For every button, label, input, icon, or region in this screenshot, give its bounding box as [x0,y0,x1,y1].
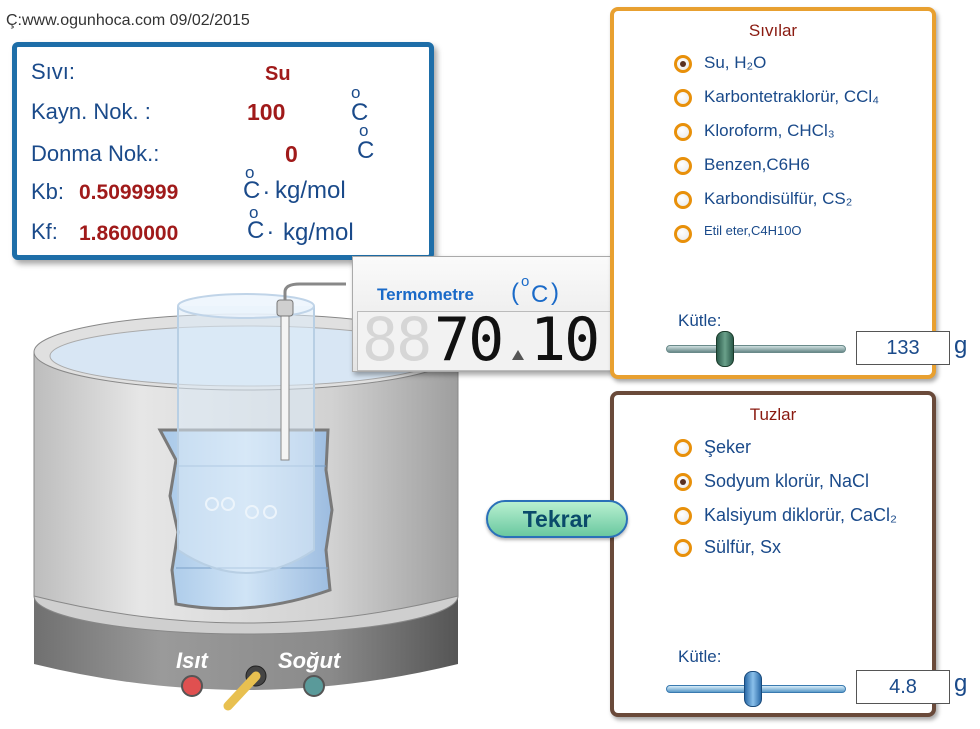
celsius-unit: C [351,99,369,126]
radio-option-label: Kloroform, CHCl₃ [704,121,835,140]
radio-option-label: Benzen,C6H6 [704,155,810,174]
liquid-mass-slider-handle[interactable] [715,331,734,367]
radio-unselected-icon[interactable] [674,507,692,525]
thermometer-unit-c: C [531,281,549,308]
freezing-point-value: 0 [285,141,298,167]
credit-text: Ç:www.ogunhoca.com 09/02/2015 [6,12,250,29]
temperature-integer: 70 [434,311,504,371]
degree-mark: o [249,203,259,222]
degree-mark: o [245,163,255,182]
radio-selected-icon[interactable] [674,473,692,491]
lcd-ghost-digits: 88 [362,311,432,371]
radio-selected-icon[interactable] [674,55,692,73]
radio-option-label: Karbontetraklorür, CCl₄ [704,87,880,106]
radio-option-label: Sülfür, Sx [704,537,782,557]
radio-option-label: Karbondisülfür, CS₂ [704,189,853,208]
cool-button[interactable]: Soğut [278,648,341,673]
radio-unselected-icon[interactable] [674,123,692,141]
salt-mass-slider-handle[interactable] [744,671,763,707]
liquids-panel: Sıvılar Su, H₂O Karbontetraklorür, CCl₄ Kl… [610,7,936,379]
celsius-unit: C [243,177,261,204]
liquid-info-panel: Sıvı: Su Kayn. Nok. : 100 o C Donma Nok.… [12,42,434,260]
boiling-point-label: Kayn. Nok. : [31,99,151,124]
radio-unselected-icon[interactable] [674,157,692,175]
lcd-screen: 88 70 10 [357,311,623,371]
radio-unselected-icon[interactable] [674,225,692,243]
radio-unselected-icon[interactable] [674,191,692,209]
liquid-label: Sıvı: [31,59,76,84]
heat-button[interactable]: Isıt [176,648,208,673]
liquid-mass-unit: g [954,332,968,359]
radio-unselected-icon[interactable] [674,89,692,107]
celsius-unit: C [357,137,375,164]
thermometer-display: Termometre ( o C ) 88 70 10 [352,256,628,372]
radio-unselected-icon[interactable] [674,539,692,557]
kb-label: Kb: [31,179,65,204]
radio-option-label: Sodyum klorür, NaCl [704,471,870,491]
probe-cable [283,282,346,300]
degree-mark: o [351,83,361,102]
radio-option-label: Şeker [704,437,752,457]
heat-indicator-lamp [181,675,203,697]
salt-mass-input[interactable]: 4.8 [856,670,950,704]
cool-indicator-lamp [303,675,325,697]
test-tube [177,306,315,574]
liquid-mass-slider[interactable] [666,345,846,353]
kf-unit: kg/mol [283,219,354,246]
temperature-decimal: 10 [530,311,600,371]
kb-unit: kg/mol [275,177,346,204]
degree-mark: o [521,273,530,290]
salts-title: Tuzlar [749,405,797,424]
radio-option-label: Su, H₂O [704,53,767,72]
reset-button[interactable]: Tekrar [486,500,628,538]
dot-separator: . [267,213,274,240]
decimal-point-icon [512,350,524,360]
thermometer-probe [280,309,290,461]
liquid-mass-label: Kütle: [678,311,722,330]
degree-mark: o [359,121,369,140]
kf-value: 1.8600000 [79,222,179,245]
celsius-unit: C [247,217,265,244]
salt-mass-unit: g [954,670,968,697]
heat-cool-toggle[interactable] [223,671,261,711]
radio-unselected-icon[interactable] [674,439,692,457]
liquids-title: Sıvılar [748,21,798,40]
test-tube-rim [177,293,315,319]
liquid-mass-input[interactable]: 133 [856,331,950,365]
thermometer-unit-close: ) [551,279,559,306]
kf-label: Kf: [31,219,58,244]
liquid-value: Su [265,63,291,85]
kb-value: 0.5099999 [79,181,179,204]
boiling-point-value: 100 [247,99,286,125]
thermometer-unit-open: ( [511,279,519,306]
radio-option-label: Kalsiyum diklorür, CaCl₂ [704,505,898,525]
freezing-point-label: Donma Nok.: [31,141,160,166]
thermometer-title: Termometre [377,285,474,304]
salt-mass-label: Kütle: [678,647,722,666]
dot-separator: . [263,173,270,200]
radio-option-label: Etil eter,C4H10O [704,223,802,238]
